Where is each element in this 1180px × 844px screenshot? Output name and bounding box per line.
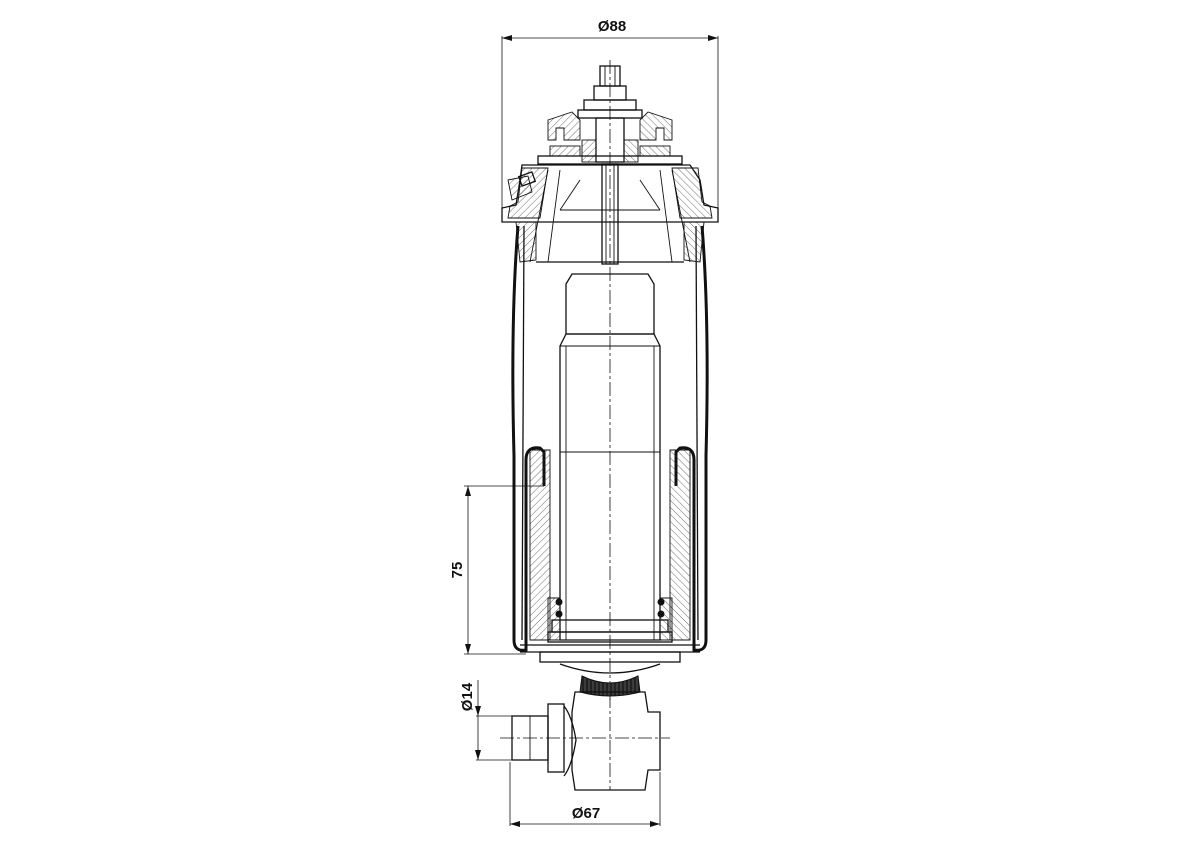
bottom-diameter-dimension: Ø67: [509, 762, 661, 827]
top-diameter-label: Ø88: [598, 18, 626, 35]
stroke-length-dimension: 75: [449, 485, 544, 655]
bottom-diameter-label: Ø67: [572, 805, 600, 822]
damper-body: [520, 273, 700, 663]
top-diameter-dimension: Ø88: [501, 18, 719, 210]
pin-diameter-dimension: Ø14: [459, 680, 512, 761]
pin-diameter-label: Ø14: [459, 682, 476, 711]
lower-eye-bushing: [500, 663, 670, 791]
air-bellows: [511, 225, 709, 652]
stroke-length-label: 75: [449, 562, 466, 579]
